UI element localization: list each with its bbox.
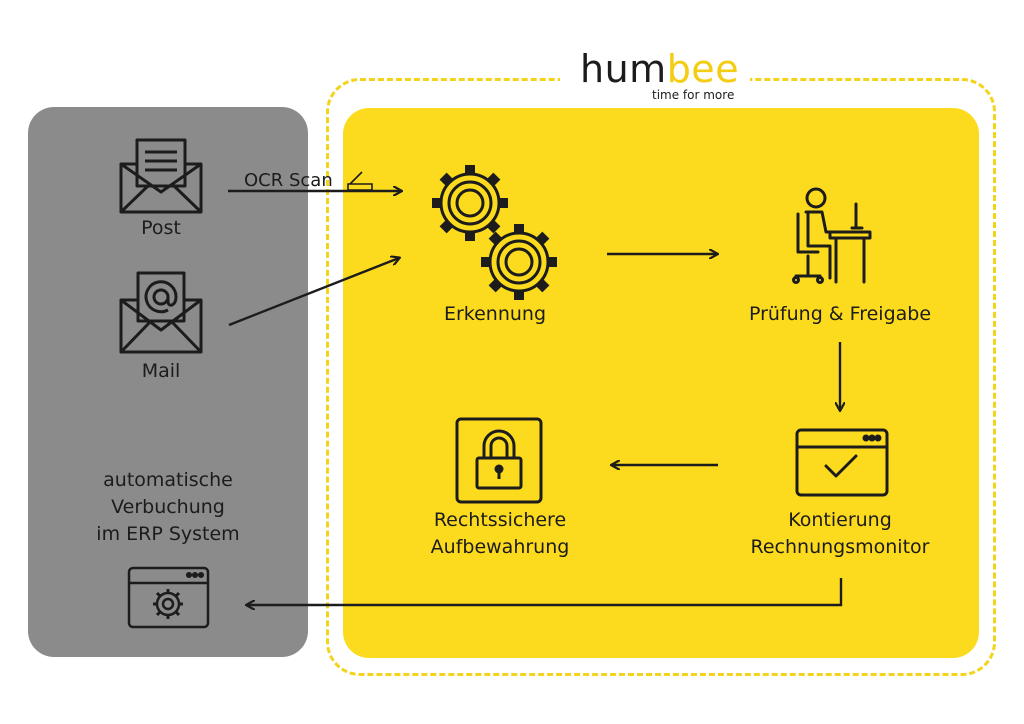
humbee-logo: humbee <box>580 50 739 88</box>
padlock-icon <box>455 417 543 504</box>
logo-background <box>560 64 750 96</box>
recognition-label: Erkennung <box>443 303 547 325</box>
post-label: Post <box>141 217 181 239</box>
erp-label-line3: im ERP System <box>96 523 240 545</box>
arrow-mail-to-recognition <box>228 258 399 327</box>
gears-icon <box>430 163 559 302</box>
browser-check-icon <box>795 428 889 497</box>
browser-gear-icon <box>127 566 210 629</box>
monitor-label-line2: Rechnungsmonitor <box>750 536 930 558</box>
logo-part-hum: hum <box>580 47 667 91</box>
arrow-monitor-to-erp <box>247 578 843 605</box>
envelope-letter-icon <box>119 138 203 214</box>
logo-tagline: time for more <box>652 88 735 102</box>
archive-label: Rechtssichere Aufbewahrung <box>400 507 600 561</box>
person-at-desk-icon <box>792 187 872 284</box>
monitor-label-line1: Kontierung <box>788 509 892 531</box>
mail-label: Mail <box>141 360 181 382</box>
erp-label-line1: automatische <box>103 469 233 491</box>
scanner-icon <box>347 171 373 191</box>
archive-label-line2: Aufbewahrung <box>430 536 570 558</box>
review-label: Prüfung & Freigabe <box>748 303 932 325</box>
monitor-label: Kontierung Rechnungsmonitor <box>730 507 950 561</box>
email-at-icon <box>119 271 203 354</box>
logo-part-bee: bee <box>666 47 740 91</box>
erp-label-line2: Verbuchung <box>111 496 225 518</box>
erp-label: automatische Verbuchung im ERP System <box>68 467 268 548</box>
ocr-scan-label: OCR Scan <box>244 170 333 191</box>
archive-label-line1: Rechtssichere <box>433 509 567 531</box>
